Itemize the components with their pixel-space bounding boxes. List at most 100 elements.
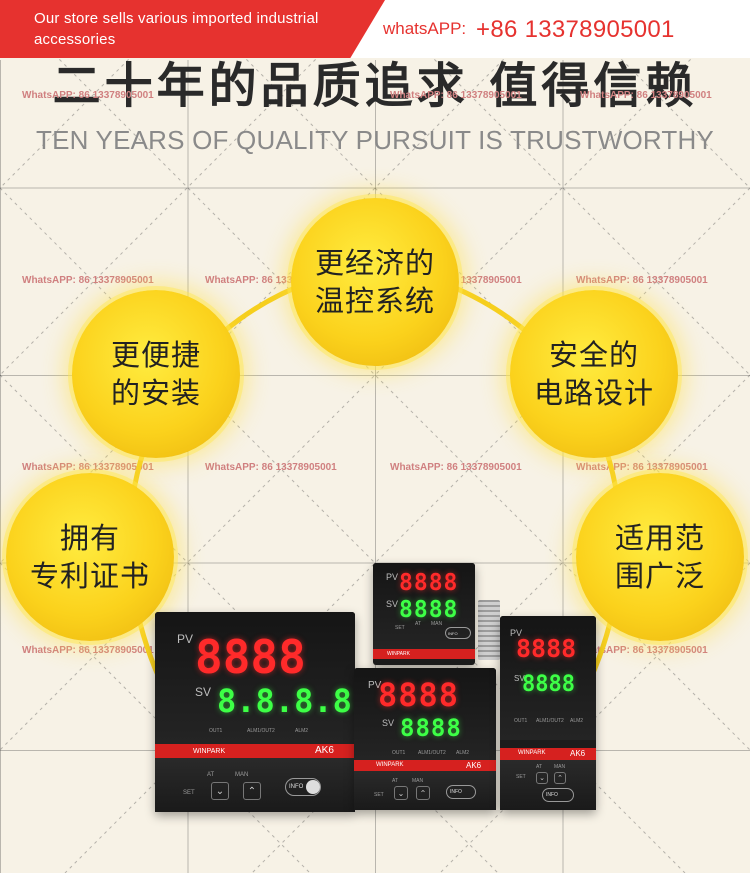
sv-label: SV: [195, 685, 212, 699]
store-line-1: Our store sells various imported industr…: [34, 10, 319, 27]
at-label: AT: [392, 778, 399, 784]
model-label: AK6: [315, 745, 334, 756]
watermark: WhatsAPP: 86 13378905001: [576, 275, 708, 286]
brand-label: WINPARK: [518, 750, 546, 756]
sv-display: 8888: [399, 597, 459, 623]
chevron-down-icon: ⌄: [539, 774, 545, 782]
controller-small-square: PV 8888 SV 8888 SET AT MAN INFO WINPARK: [373, 563, 475, 665]
page-subline: TEN YEARS OF QUALITY PURSUIT IS TRUSTWOR…: [36, 125, 714, 155]
pv-label: PV: [368, 680, 382, 691]
set-label: SET: [374, 792, 384, 798]
chevron-down-icon: ⌄: [397, 788, 405, 798]
alm2-label: ALM2: [570, 718, 584, 724]
info-button[interactable]: INFO: [446, 785, 476, 799]
bubble-text: 拥有 专利证书: [29, 521, 150, 593]
controller-narrow: PV 8888 SV 8888 OUT1 ALM1/OUT2 ALM2 WINP…: [500, 616, 596, 810]
info-label: INFO: [450, 789, 462, 795]
sv-display: 8888: [400, 714, 462, 742]
chevron-up-icon: ⌃: [419, 788, 427, 798]
info-button[interactable]: INFO: [542, 788, 574, 802]
man-label: MAN: [412, 778, 424, 784]
info-label: INFO: [546, 792, 558, 798]
sv-label: SV: [382, 718, 395, 728]
down-button[interactable]: ⌄: [394, 786, 408, 800]
bubble-text: 更经济的 温控系统: [314, 246, 435, 318]
pv-label: PV: [177, 632, 194, 646]
page-headline: 二十年的品质追求 值得信赖: [52, 58, 698, 114]
chevron-up-icon: ⌃: [557, 774, 563, 782]
watermark: WhatsAPP: 86 13378905001: [205, 462, 337, 473]
whatsapp-label: whatsAPP:: [383, 19, 467, 38]
watermark: WhatsAPP: 86 13378905001: [22, 275, 154, 286]
sv-label: SV: [514, 674, 525, 683]
pv-label: PV: [386, 572, 399, 582]
pv-display: 8888: [399, 570, 459, 596]
sv-display: 8.8.8.8.: [217, 682, 372, 720]
sv-label: SV: [386, 599, 399, 609]
brand-label: WINPARK: [193, 748, 226, 755]
alm-label: ALM1/OUT2: [247, 728, 275, 734]
at-label: AT: [415, 621, 422, 627]
out1-label: OUT1: [514, 718, 528, 724]
knob-icon: [306, 780, 320, 794]
out1-label: OUT1: [209, 728, 223, 734]
store-line-2: accessories: [34, 31, 116, 48]
watermark: WhatsAPP: 86 13378905001: [576, 462, 708, 473]
down-button[interactable]: ⌄: [211, 782, 229, 800]
up-button[interactable]: ⌃: [243, 782, 261, 800]
model-label: AK6: [570, 749, 586, 758]
watermark: WhatsAPP: 86 13378905001: [205, 275, 337, 286]
bubble-text: 适用范 围广泛: [614, 521, 705, 593]
bubble-text: 安全的 电路设计: [533, 338, 654, 410]
brand-label: WINPARK: [376, 762, 404, 768]
info-button[interactable]: INFO: [285, 778, 321, 796]
model-label: AK6: [466, 761, 482, 770]
at-label: AT: [207, 772, 215, 778]
up-button[interactable]: ⌃: [554, 772, 566, 784]
at-label: AT: [536, 764, 543, 770]
alm2-label: ALM2: [456, 750, 470, 756]
man-label: MAN: [235, 772, 249, 778]
pv-label: PV: [510, 628, 523, 638]
up-button[interactable]: ⌃: [416, 786, 430, 800]
pv-display: 8888: [195, 630, 306, 684]
info-label: INFO: [448, 630, 458, 636]
alm-label: ALM1/OUT2: [536, 718, 564, 724]
store-banner: [0, 0, 385, 58]
watermark: WhatsAPP: 86 13378905001: [390, 462, 522, 473]
chevron-down-icon: ⌄: [215, 785, 225, 797]
watermark: WhatsAPP: 86 13378905001: [576, 645, 708, 656]
watermark: WhatsAPP: 86 13378905001: [22, 462, 154, 473]
set-label: SET: [183, 790, 195, 796]
terminal-block: [478, 600, 500, 660]
pv-display: 8888: [516, 634, 577, 663]
out1-label: OUT1: [392, 750, 406, 756]
man-label: MAN: [554, 764, 566, 770]
bubble-text: 更便捷 的安装: [110, 338, 201, 410]
alm2-label: ALM2: [295, 728, 309, 734]
feature-bubble-economic: 更经济的 温控系统: [291, 198, 459, 366]
chevron-up-icon: ⌃: [247, 785, 257, 797]
whatsapp-number: +86 13378905001: [476, 16, 675, 43]
down-button[interactable]: ⌄: [536, 772, 548, 784]
set-label: SET: [516, 774, 526, 780]
set-label: SET: [395, 625, 405, 631]
info-label: INFO: [289, 784, 304, 790]
pv-display: 8888: [378, 676, 460, 714]
man-label: MAN: [431, 621, 443, 627]
sv-display: 8888: [522, 672, 575, 697]
feature-bubble-patent: 拥有 专利证书: [6, 473, 174, 641]
feature-bubble-safety: 安全的 电路设计: [510, 290, 678, 458]
controller-large: PV 8888 SV 8.8.8.8. OUT1 ALM1/OUT2 ALM2 …: [155, 612, 371, 812]
watermark: WhatsAPP: 86 13378905001: [390, 90, 522, 101]
info-button[interactable]: INFO: [445, 627, 471, 639]
feature-bubble-applicability: 适用范 围广泛: [576, 473, 744, 641]
feature-bubble-installation: 更便捷 的安装: [72, 290, 240, 458]
brand-label: WINPARK: [387, 651, 410, 657]
watermark: WhatsAPP: 86 13378905001: [580, 90, 712, 101]
watermark: WhatsAPP: 86 13378905001: [22, 645, 154, 656]
watermark: WhatsAPP: 86 13378905001: [22, 90, 154, 101]
controller-medium: PV 8888 SV 8888 OUT1 ALM1/OUT2 ALM2 WINP…: [354, 668, 496, 810]
alm-label: ALM1/OUT2: [418, 750, 446, 756]
top-banner: Our store sells various imported industr…: [0, 0, 750, 58]
